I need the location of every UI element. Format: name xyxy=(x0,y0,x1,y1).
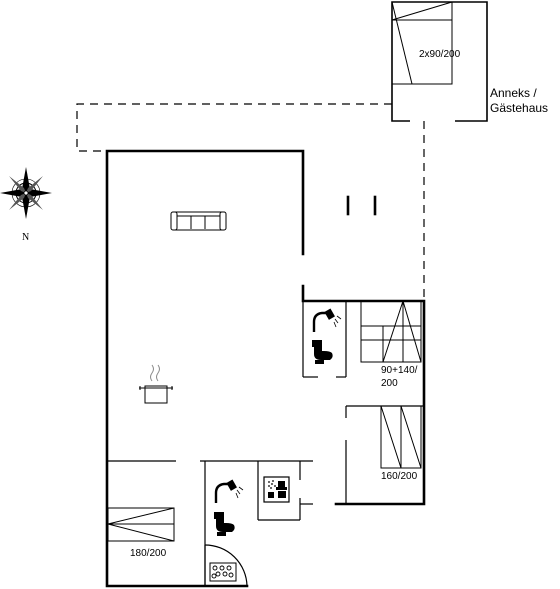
north-label: N xyxy=(22,232,29,243)
whirlpool-icon xyxy=(209,562,237,582)
shower-icon xyxy=(312,308,342,332)
bed-icon xyxy=(391,1,453,85)
annex-subtitle: Gästehaus xyxy=(490,101,548,115)
toilet-icon xyxy=(312,340,333,364)
toilet-icon xyxy=(214,512,235,536)
annex-bed-label: 2x90/200 xyxy=(419,49,461,60)
bedroom-1-bed-label: 90+140/ xyxy=(381,365,418,376)
shower-icon xyxy=(214,479,244,503)
annex-title: Anneks / xyxy=(490,86,537,100)
bedroom-1-bed-label-line2: 200 xyxy=(381,378,398,389)
bedroom-3-bed-label: 180/200 xyxy=(130,548,167,559)
cooking-pot-icon xyxy=(139,364,173,404)
interior-walls xyxy=(107,301,424,587)
bed-icon xyxy=(107,507,175,542)
bed-icon xyxy=(360,300,422,363)
sauna-icon xyxy=(263,476,290,503)
terrace-outline xyxy=(76,103,425,300)
bedroom-2-bed-label: 160/200 xyxy=(381,471,418,482)
main-walls xyxy=(105,149,426,588)
bed-icon xyxy=(380,405,422,469)
sofa-icon xyxy=(170,211,227,231)
compass-icon xyxy=(0,167,52,219)
